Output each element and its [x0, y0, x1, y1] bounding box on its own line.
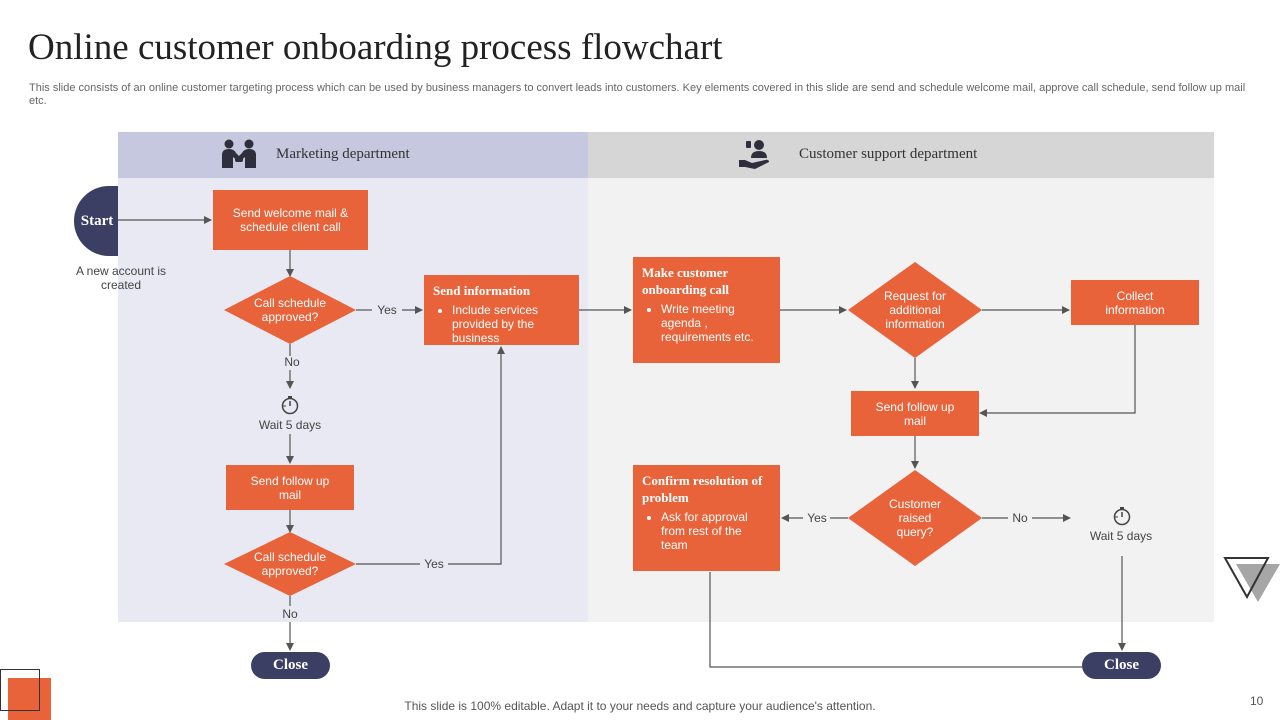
footer-text: This slide is 100% editable. Adapt it to… [404, 699, 876, 713]
request-info-decision-label: Request for additional information [883, 289, 947, 331]
make-onboarding-call-bullet: Write meeting agenda , requirements etc. [661, 302, 771, 344]
marketing-lane [118, 178, 588, 622]
request-info-decision [848, 262, 982, 358]
send-welcome-mail-box: Send welcome mail & schedule client call [213, 190, 368, 250]
start-note: A new account is created [75, 264, 167, 292]
yes-label-3: Yes [807, 511, 827, 525]
triangle-decoration [1223, 557, 1280, 602]
confirm-resolution-bullet: Ask for approval from rest of the team [661, 510, 771, 552]
make-onboarding-call-box: Make customer onboarding call Write meet… [633, 257, 780, 363]
send-information-box: Send information Include services provid… [424, 275, 579, 345]
send-information-bullet: Include services provided by the busines… [452, 303, 570, 345]
wait-label-2: Wait 5 days [1089, 529, 1153, 543]
customer-query-decision-label: Customer raised query? [888, 497, 941, 539]
handshake-icon [222, 139, 256, 168]
outline-square-decoration [0, 669, 40, 711]
collect-information-box: Collect information [1071, 280, 1199, 325]
stopwatch-icon [1113, 507, 1131, 526]
hand-with-person-icon [739, 140, 769, 169]
yes-label-1: Yes [377, 303, 397, 317]
slide-description: This slide consists of an online custome… [29, 82, 1246, 107]
call-schedule-decision-1 [224, 276, 356, 344]
slide-title: Online customer onboarding process flowc… [28, 27, 723, 68]
support-lane-label: Customer support department [799, 146, 978, 162]
call-schedule-decision-2-label: Call schedule approved? [253, 550, 327, 578]
call-schedule-decision-1-label: Call schedule approved? [253, 296, 327, 324]
wait-label-1: Wait 5 days [258, 418, 322, 432]
call-schedule-decision-2 [224, 532, 356, 596]
no-label-2: No [282, 607, 298, 621]
send-followup-box-1: Send follow up mail [226, 465, 354, 510]
customer-query-decision [848, 470, 982, 566]
confirm-resolution-box: Confirm resolution of problem Ask for ap… [633, 465, 780, 571]
stopwatch-icon [281, 396, 299, 415]
confirm-resolution-heading: Confirm resolution of problem [642, 473, 763, 505]
close-node-2: Close [1082, 652, 1161, 679]
close-node-1: Close [251, 652, 330, 679]
send-information-heading: Send information [433, 283, 531, 298]
page-number: 10 [1250, 694, 1264, 708]
support-lane-header [588, 132, 1214, 178]
marketing-lane-header [118, 132, 588, 178]
marketing-lane-label: Marketing department [276, 146, 410, 162]
no-label-1: No [284, 355, 300, 369]
orange-square-decoration [8, 678, 51, 720]
send-followup-box-2: Send follow up mail [851, 391, 979, 436]
yes-label-2: Yes [424, 557, 444, 571]
no-label-3: No [1012, 511, 1028, 525]
make-onboarding-call-heading: Make customer onboarding call [642, 265, 730, 297]
